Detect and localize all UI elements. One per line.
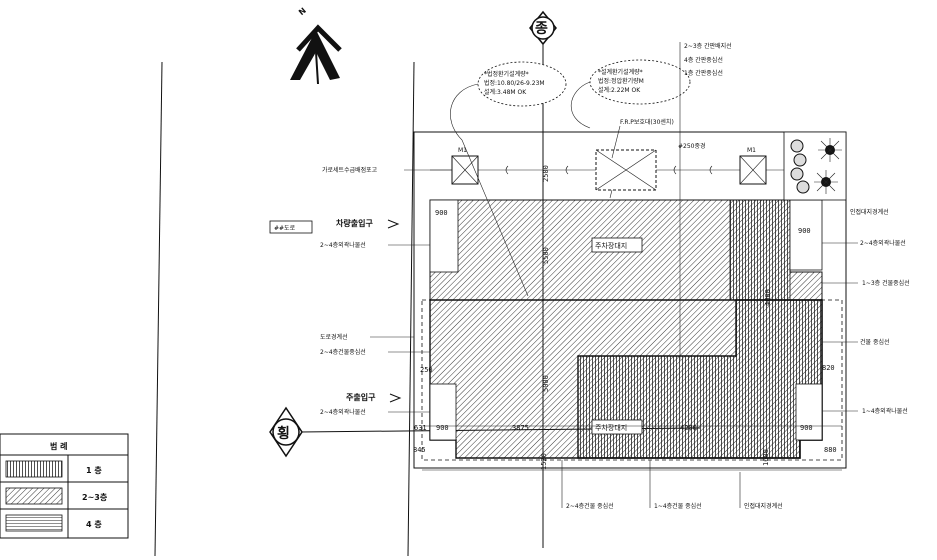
left-side-line-2: 2~4층외곽나물선 [320, 408, 366, 416]
legend-swatch-2-3f [5, 487, 63, 505]
dim-5000: 5000 [542, 375, 550, 392]
m1-left-label: M1 [458, 147, 467, 154]
note-right-line-1: *설계환기설계량* [598, 68, 643, 76]
dim-900-bl: 900 [436, 424, 449, 432]
entrance-top-arrow-icon [387, 219, 400, 229]
road-badge-label: ##도로 [274, 225, 296, 232]
center-line-label: 2~4층건물중심선 [320, 348, 366, 356]
room-label-top: 주차장대지 [595, 241, 627, 250]
horizontal-axis-label: 횡 [277, 425, 290, 442]
note-left-line-3: 설계:3.48M OK [484, 88, 527, 96]
top-right-label-2: 4층 간판중심선 [684, 56, 723, 64]
frp-label: F.R.P보호대(30센치) [620, 118, 674, 126]
note-right-line-2: 법정:정압환기량M [598, 77, 644, 85]
dim-250: 250 [420, 366, 433, 374]
bottom-label-1: 2~4층건물 중심선 [566, 502, 614, 510]
tree-icon [818, 138, 842, 162]
note-left-line-2: 법정:10.80/26-9.23M [484, 79, 545, 87]
bottom-label-2: 1~4층건물 중심선 [654, 502, 702, 510]
frp-leader [611, 125, 621, 159]
notch-bottom-right [795, 383, 823, 441]
notch-bottom-left [429, 383, 457, 441]
entrance-bottom-label: 주출입구 [346, 392, 376, 402]
tree-icon [814, 170, 838, 194]
upper-right-1f-zone [729, 199, 791, 301]
bottom-label-3: 인접대지경계선 [744, 502, 783, 510]
site-outline [413, 131, 847, 469]
dim-5500: 5500 [542, 247, 550, 264]
dim-4200: 4200 [680, 424, 697, 432]
right-side-line-2: 1~4층외곽나물선 [862, 407, 908, 415]
pipe-label: #250중경 [678, 143, 706, 150]
legend-title: 범 례 [50, 441, 68, 451]
road-badge [269, 220, 313, 234]
dim-1600: 1600 [762, 449, 770, 466]
pipe-flow-marks [505, 165, 713, 175]
m1-right-box [739, 155, 767, 185]
dim-3875: 3875 [512, 424, 529, 432]
legend [0, 433, 129, 539]
vertical-axis-label: 종 [535, 21, 548, 37]
dim-900-tl: 900 [435, 209, 448, 217]
dim-880: 880 [824, 446, 837, 454]
dim-4000: 4000 [764, 289, 772, 306]
dim-845: 845 [413, 446, 426, 454]
vertical-axis-symbol [529, 10, 557, 46]
road-border-label: 도로경계선 [320, 333, 348, 341]
legend-label-1f: 1 층 [86, 465, 102, 475]
room-label-box-top [591, 237, 643, 253]
gas-pipe-label: 가로세트수급배점포고 [322, 166, 378, 174]
site-boundary-left [407, 61, 415, 557]
dim-900-tr: 900 [798, 227, 811, 235]
m1-right-label: M1 [747, 147, 756, 154]
frp-tank-box [595, 149, 657, 199]
dim-2500: 2500 [542, 165, 550, 182]
note-bubble-left [450, 61, 567, 297]
notch-top-left [429, 199, 459, 273]
top-right-label-3: 1층 간판중심선 [684, 69, 723, 77]
dim-1520: 1520 [540, 453, 548, 470]
north-label: N [297, 6, 308, 17]
note-left-line-1: *법정환기설계량* [484, 70, 529, 78]
legend-label-2-3f: 2~3층 [82, 492, 108, 502]
dim-900-br: 900 [800, 424, 813, 432]
right-boundary-top: 인접대지경계선 [850, 208, 889, 216]
horizontal-axis-symbol [269, 406, 303, 458]
m1-left-box [451, 155, 479, 185]
room-label-bottom: 주차장대지 [595, 423, 627, 432]
note-bubble-right [570, 59, 691, 129]
room-label-box-bottom [591, 419, 643, 435]
right-side-line-1: 2~4층외곽나물선 [860, 239, 906, 247]
top-right-label-1: 2~3층 간판배지선 [684, 42, 732, 50]
legend-swatch-4f [5, 514, 63, 532]
legend-swatch-1f [5, 460, 63, 478]
left-margin-line [154, 61, 163, 557]
left-side-line-1: 2~4층외곽나물선 [320, 241, 366, 249]
note-right-line-3: 설계:2.22M OK [598, 86, 641, 94]
dim-820: 820 [822, 364, 835, 372]
entrance-bottom-arrow-icon [389, 393, 402, 403]
dim-631: 631 [414, 424, 427, 432]
landscape-area [783, 131, 847, 201]
north-arrow-icon [290, 24, 342, 85]
right-first-floor: 1~3층 건물중심선 [862, 279, 910, 287]
right-bldg-center: 건물 중심선 [860, 338, 890, 346]
notch-top-right [789, 199, 823, 271]
entrance-top-label: 차량출입구 [336, 218, 373, 228]
legend-label-4f: 4 층 [86, 519, 102, 529]
